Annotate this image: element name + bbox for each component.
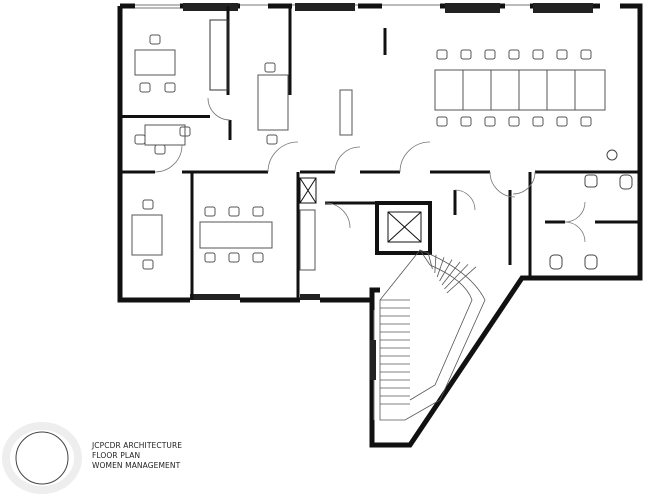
chair (134, 134, 146, 145)
desk (144, 124, 186, 146)
chair (580, 49, 592, 60)
desk (257, 74, 289, 131)
storage-unit (209, 19, 229, 91)
desk (199, 221, 273, 249)
desk (134, 49, 176, 76)
desk (434, 69, 606, 111)
chair (508, 116, 520, 127)
chair (228, 252, 240, 263)
window-sills (183, 3, 593, 380)
stair-tread (427, 252, 433, 270)
chair (532, 116, 544, 127)
firm-name: JCPCDR ARCHITECTURE (92, 441, 183, 450)
drawing-title: FLOOR PLAN (92, 451, 141, 460)
door-swings (154, 97, 586, 243)
chair (436, 116, 448, 127)
partition-wall (120, 115, 210, 118)
chair (460, 49, 472, 60)
chair (142, 199, 154, 210)
stair-tread (434, 254, 437, 274)
chair (460, 116, 472, 127)
chair (484, 49, 496, 60)
chair (556, 49, 568, 60)
chair (164, 82, 176, 93)
chair (532, 49, 544, 60)
chair (204, 206, 216, 217)
chair (179, 126, 191, 137)
chair (252, 252, 264, 263)
chair (264, 62, 276, 73)
desk (131, 214, 163, 256)
chair (580, 116, 592, 127)
chair (266, 134, 278, 145)
chair (149, 34, 161, 45)
logo-mark (2, 422, 82, 494)
furniture (131, 34, 606, 271)
chair (142, 259, 154, 270)
project-name: WOMEN MANAGEMENT (92, 461, 181, 470)
stair-tread (436, 257, 445, 278)
staircase (379, 249, 486, 421)
stair-tread (441, 261, 461, 286)
chair (556, 116, 568, 127)
chair (508, 49, 520, 60)
title-block: JCPCDR ARCHITECTURE FLOOR PLAN WOMEN MAN… (92, 441, 182, 471)
desk (339, 89, 353, 136)
chair (436, 49, 448, 60)
stair-tread (444, 264, 469, 290)
stair-tread (446, 266, 477, 294)
chair (228, 206, 240, 217)
chair (484, 116, 496, 127)
stair-tread (439, 259, 453, 282)
restroom-fixtures (549, 149, 633, 270)
chair (252, 206, 264, 217)
desk (299, 209, 316, 271)
chair (154, 144, 166, 155)
stair-tread (419, 249, 431, 266)
elevator (299, 177, 432, 255)
chair (139, 82, 151, 93)
chair (204, 252, 216, 263)
